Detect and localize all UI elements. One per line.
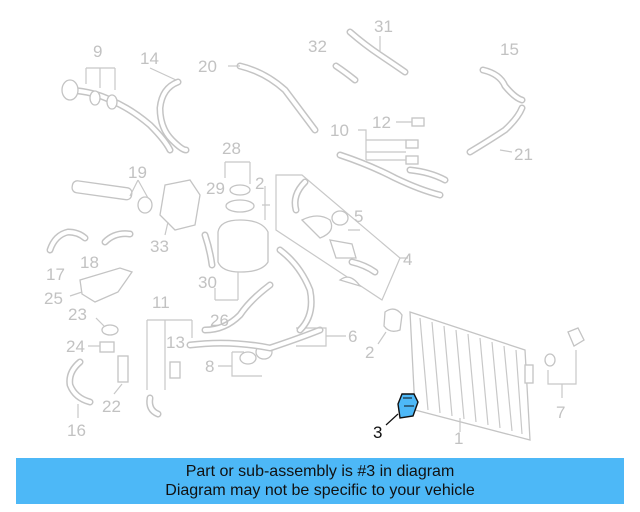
callout-10: 10 xyxy=(330,121,349,140)
part-25-bracket xyxy=(69,267,134,303)
callout-33: 33 xyxy=(150,237,169,256)
callout-5: 5 xyxy=(354,207,363,226)
callout-16: 16 xyxy=(67,421,86,440)
callout-25: 25 xyxy=(44,289,63,308)
callout-1: 1 xyxy=(454,429,463,448)
callout-2: 2 xyxy=(255,174,264,193)
part-19-pipe xyxy=(71,179,153,214)
callout-19: 19 xyxy=(128,163,147,182)
part-4-hose-set xyxy=(275,174,408,301)
part-22-sensor xyxy=(113,355,129,395)
callout-23: 23 xyxy=(68,305,87,324)
part-9-hose xyxy=(61,67,174,154)
part-26-hose xyxy=(201,246,315,334)
callout-22: 22 xyxy=(102,397,121,416)
callout-11: 11 xyxy=(152,293,170,312)
part-6-hose xyxy=(186,326,346,352)
part-21-pipe xyxy=(466,104,526,156)
radiator xyxy=(409,311,534,441)
callout-4: 4 xyxy=(403,250,412,269)
banner-line-part: Part or sub-assembly is #3 in diagram xyxy=(185,463,455,480)
cooling-system-diagram: 1 2 2 3 4 5 6 7 8 9 10 11 12 13 14 15 16… xyxy=(44,17,585,448)
callout-7: 7 xyxy=(556,403,565,422)
callout-12: 12 xyxy=(372,113,391,132)
part-10-hose-assembly xyxy=(336,117,449,199)
callout-6: 6 xyxy=(348,327,357,346)
callout-2: 2 xyxy=(365,343,374,362)
part-32-hose xyxy=(332,62,359,84)
banner-line-disclaimer: Diagram may not be specific to your vehi… xyxy=(165,482,475,499)
part-17-hose xyxy=(46,228,89,254)
expansion-tank xyxy=(201,161,270,301)
part-15-hose xyxy=(479,66,526,104)
part-33-housing xyxy=(159,179,201,236)
callout-15: 15 xyxy=(500,40,519,59)
callout-17: 17 xyxy=(46,265,65,284)
part-14-hose xyxy=(149,67,190,154)
part-31-hose xyxy=(346,28,409,76)
part-3-highlighted xyxy=(385,393,419,426)
callout-24: 24 xyxy=(66,337,85,356)
callout-20: 20 xyxy=(198,57,217,76)
callout-29: 29 xyxy=(206,179,225,198)
info-banner: Part or sub-assembly is #3 in diagram Di… xyxy=(16,458,624,504)
part-16-hose xyxy=(66,358,94,418)
part-24-connector xyxy=(88,341,115,353)
callout-13: 13 xyxy=(166,333,185,352)
callout-18: 18 xyxy=(80,253,99,272)
part-20-pipe xyxy=(228,62,319,134)
callout-3: 3 xyxy=(373,423,382,442)
part-2-bracket xyxy=(377,308,403,345)
part-7-drain-plug xyxy=(544,327,585,398)
callout-32: 32 xyxy=(308,37,327,56)
part-11-hose-group xyxy=(146,319,193,418)
callout-9: 9 xyxy=(93,42,102,61)
callout-8: 8 xyxy=(205,357,214,376)
part-23-clip xyxy=(95,317,119,336)
callout-28: 28 xyxy=(222,139,241,158)
callout-30: 30 xyxy=(198,273,217,292)
part-18-hose xyxy=(101,230,134,246)
callout-14: 14 xyxy=(140,49,159,68)
callout-31: 31 xyxy=(374,17,393,36)
callout-26: 26 xyxy=(210,311,229,330)
callout-21: 21 xyxy=(514,145,533,164)
